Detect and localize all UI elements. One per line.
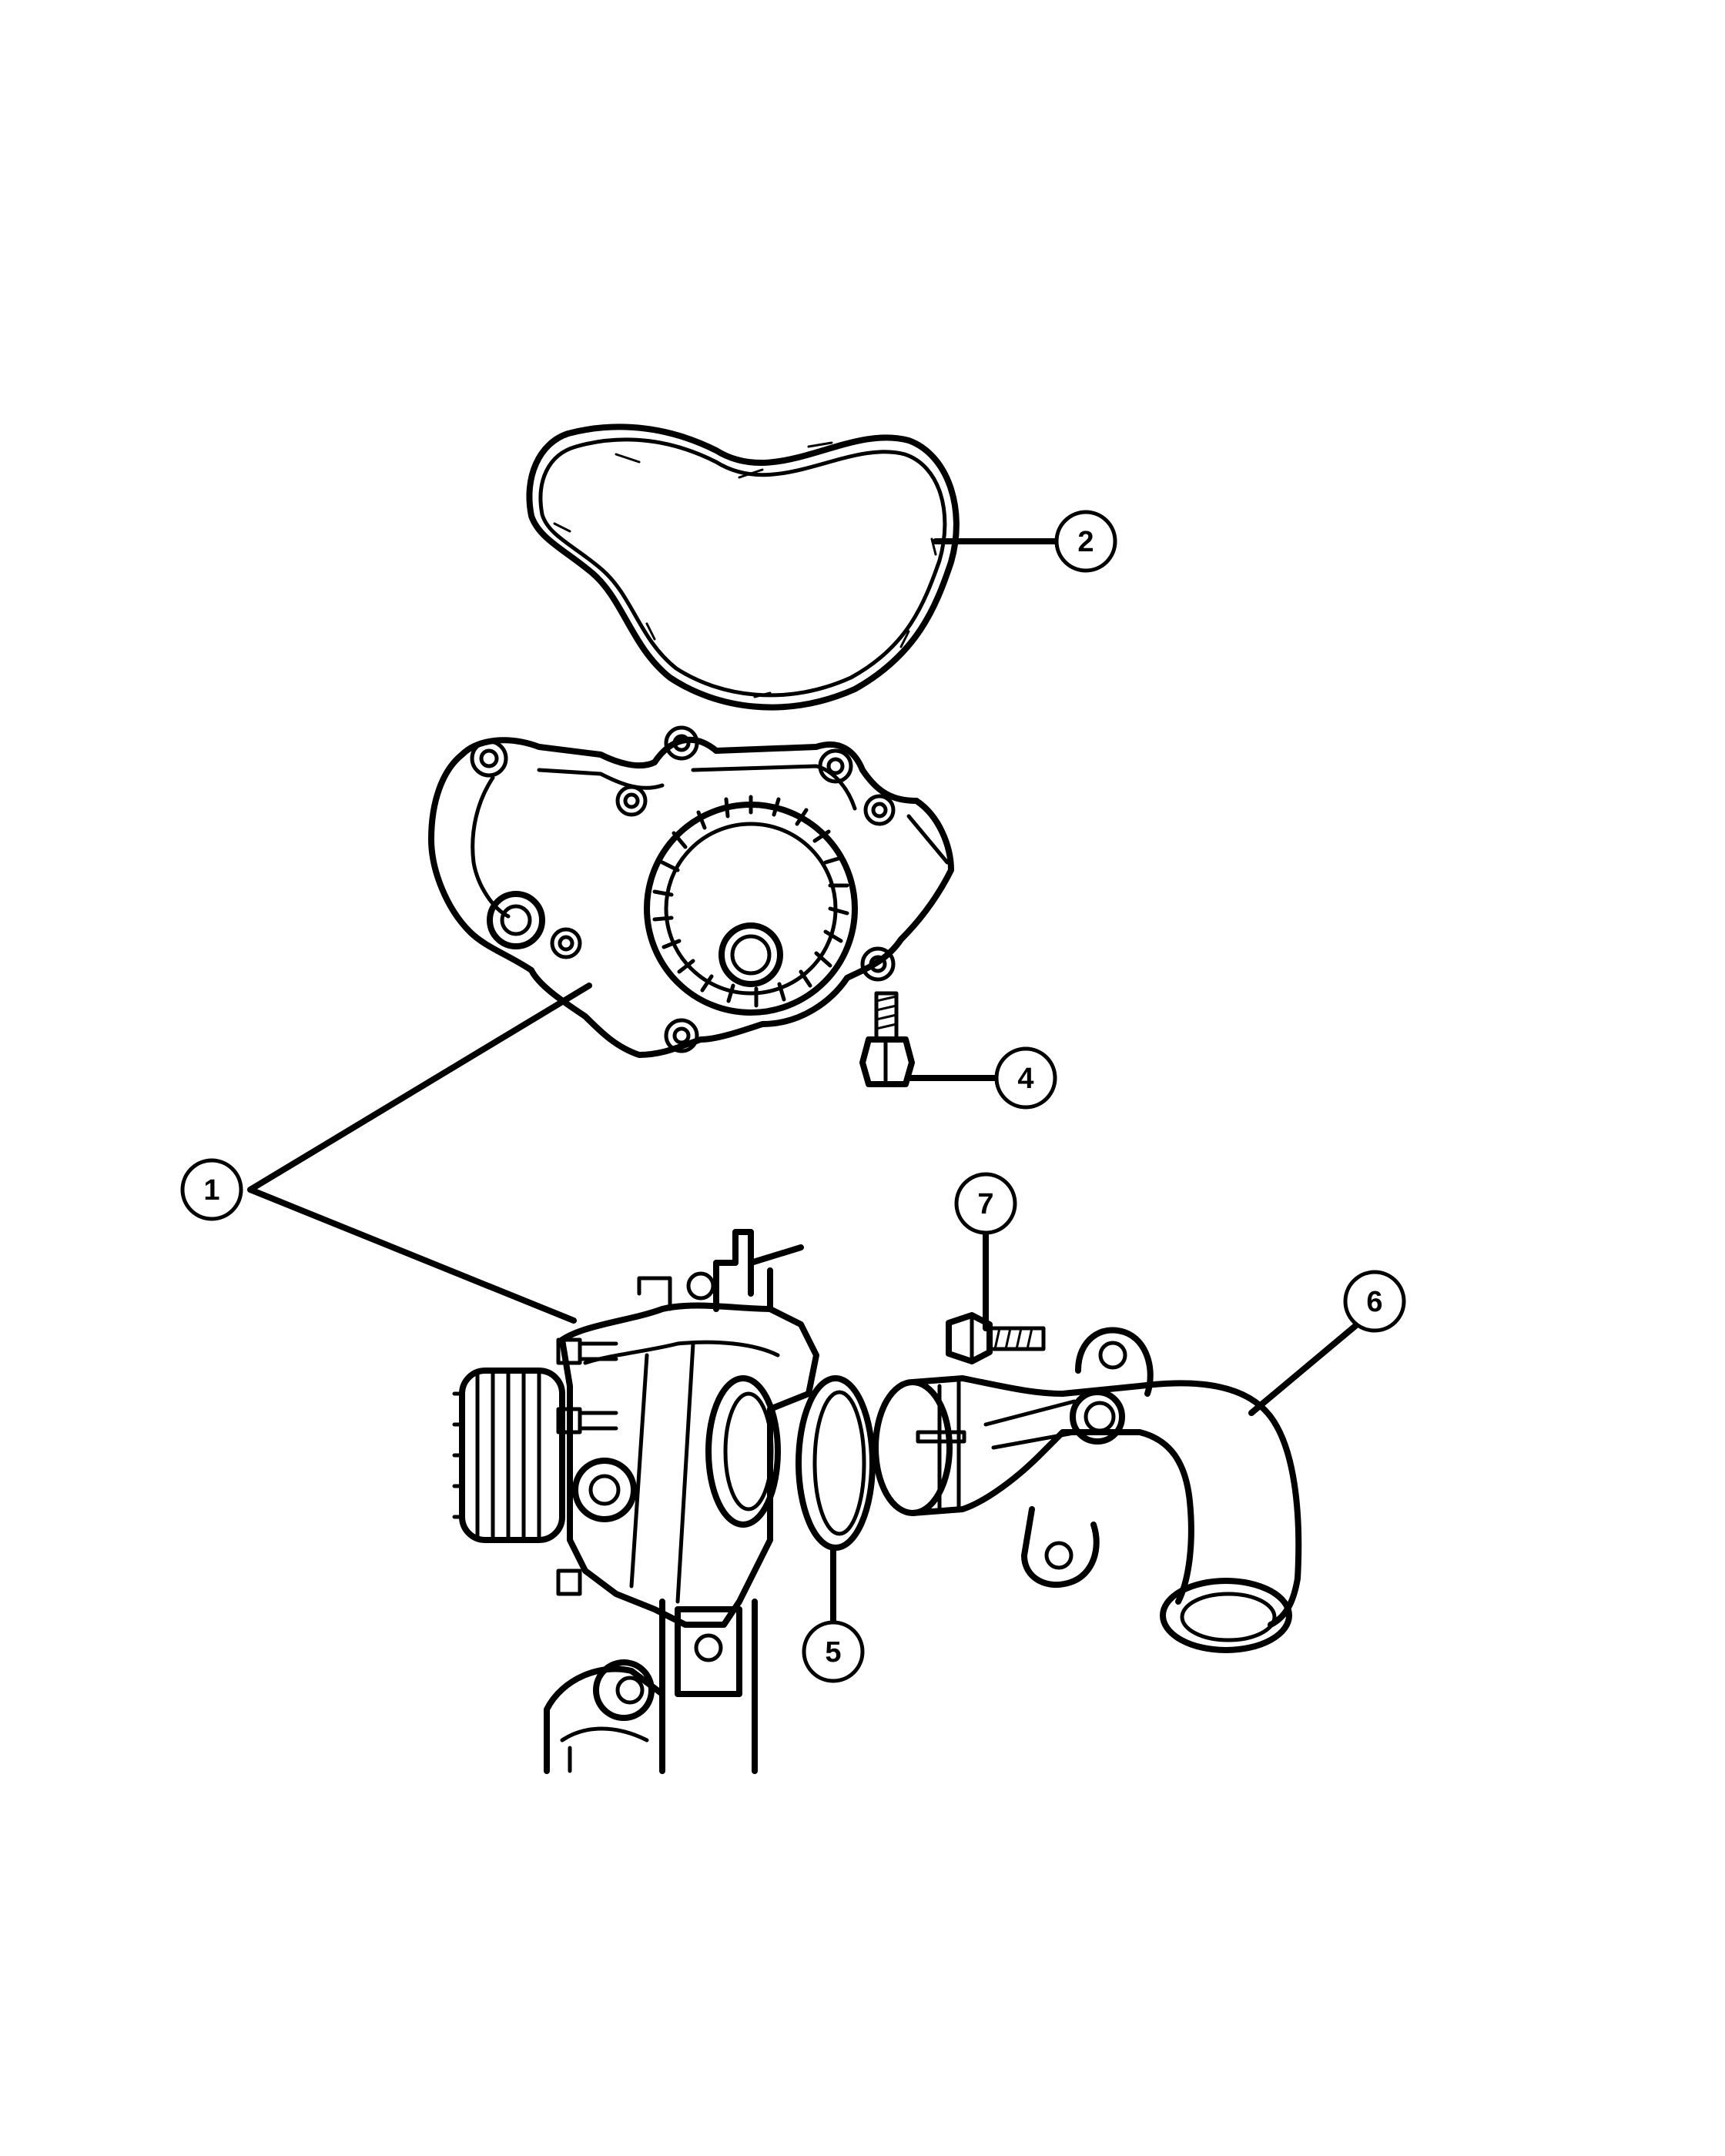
callout-5: 5 — [802, 1620, 865, 1683]
water-pump-side — [452, 1229, 819, 1774]
callout-2-label: 2 — [1077, 526, 1094, 558]
callout-6-label: 6 — [1366, 1286, 1382, 1318]
callout-5-label: 5 — [825, 1636, 841, 1669]
callout-7-label: 7 — [977, 1188, 993, 1220]
bolt-7 — [946, 1312, 1046, 1364]
callout-1-label: 1 — [203, 1174, 219, 1207]
leader-lines — [247, 538, 1358, 1624]
water-pump-front — [428, 725, 954, 1058]
callout-2: 2 — [1054, 510, 1117, 573]
outlet-elbow — [873, 1327, 1302, 1653]
callout-1: 1 — [180, 1158, 243, 1221]
o-ring — [796, 1375, 876, 1551]
callout-4: 4 — [994, 1046, 1057, 1110]
callout-6: 6 — [1343, 1270, 1406, 1333]
bolt-4 — [859, 991, 915, 1087]
callout-4-label: 4 — [1017, 1063, 1033, 1095]
gasket — [526, 424, 960, 711]
callout-7: 7 — [954, 1172, 1017, 1235]
